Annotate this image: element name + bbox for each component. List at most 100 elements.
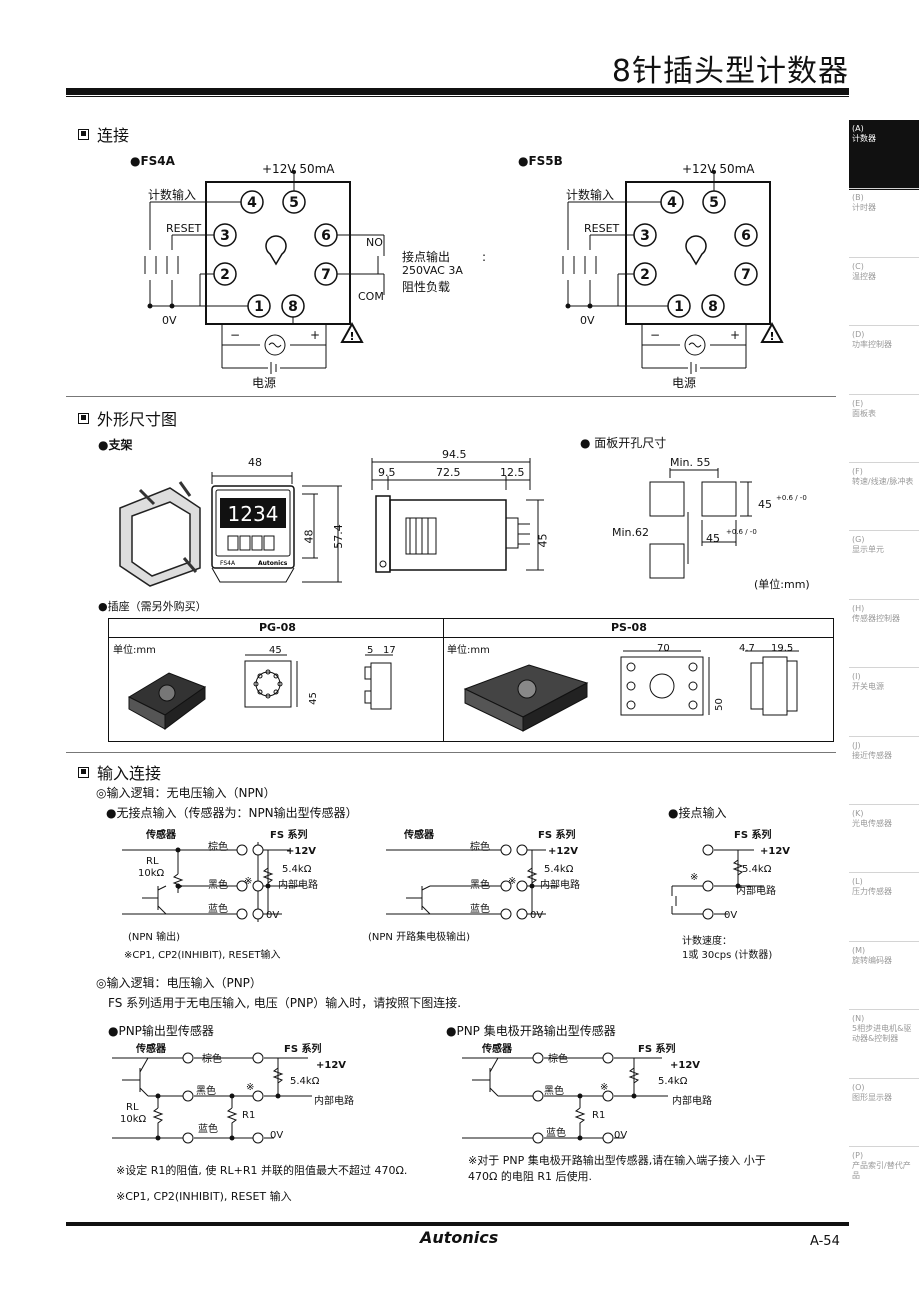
front-display: 1234 xyxy=(228,502,279,526)
sidebar-tab[interactable]: (F)转速/线速/脉冲表 xyxy=(849,462,919,532)
note-oc-2: 470Ω 的电阻 R1 后使用. xyxy=(468,1170,593,1183)
sidebar-tab[interactable]: (E)面板表 xyxy=(849,393,919,464)
section-title: 连接 xyxy=(97,126,130,145)
socket-label: ●插座（需另外购买） xyxy=(98,600,207,613)
svg-text:2: 2 xyxy=(640,267,650,283)
sidebar-tab[interactable]: (K)光电传感器 xyxy=(849,804,919,874)
cutout-tolerance-2: +0.6 / -0 xyxy=(726,528,757,536)
sidebar-tab[interactable]: (I)开关电源 xyxy=(849,667,919,737)
separator: : xyxy=(482,250,487,264)
sidebar-tab[interactable]: (D)功率控制器 xyxy=(849,325,919,395)
sidebar-tab-code: (J) xyxy=(852,740,861,750)
sidebar-tab[interactable]: (N)5相步进电机&驱动器&控制器 xyxy=(849,1009,919,1079)
contact-internal: 内部电路 xyxy=(736,886,776,897)
sidebar-tab-label: 面板表 xyxy=(852,408,876,418)
sidebar-tab-label: 显示单元 xyxy=(852,545,884,555)
footer-brand: Autonics xyxy=(420,1228,499,1247)
contact-r54k: 5.4kΩ xyxy=(742,864,772,875)
page-title: 8针插头型计数器 xyxy=(611,54,849,89)
pnp2-12v: +12V xyxy=(670,1060,701,1071)
svg-text:7: 7 xyxy=(321,267,331,283)
panel-cutout-drawing xyxy=(649,468,752,579)
sidebar-tab[interactable]: (P)产品索引/替代产品 xyxy=(849,1146,919,1216)
socket-table: PG-08 PS-08 单位:mm 单位:mm 45 45 5 17 70 50… xyxy=(108,618,834,742)
sidebar-tab[interactable]: (B)计时器 xyxy=(849,188,919,258)
sidebar-tab-label: 图形显示器 xyxy=(852,1092,892,1102)
npn2-internal: 内部电路 xyxy=(540,880,580,891)
note-cp: ※CP1, CP2(INHIBIT), RESET 输入 xyxy=(116,1190,292,1203)
header-rule-thin xyxy=(66,96,849,97)
fs5b-reset: RESET xyxy=(584,222,620,235)
svg-text:5: 5 xyxy=(289,195,299,211)
sidebar-tab[interactable]: (O)图形显示器 xyxy=(849,1077,919,1148)
count-speed: 计数速度： xyxy=(682,936,732,947)
cutout-tolerance-1: +0.6 / -0 xyxy=(776,494,807,502)
front-view-drawing: 1234 FS4A Autonics xyxy=(211,472,342,583)
pnp2-mark: ※ xyxy=(600,1082,609,1093)
pnp1-fs: FS 系列 xyxy=(284,1044,322,1055)
npn2-brown: 棕色 xyxy=(470,842,490,853)
contact-0v: 0V xyxy=(724,910,738,921)
npn1-r54k: 5.4kΩ xyxy=(282,864,312,875)
sidebar-tab[interactable]: (J)接近传感器 xyxy=(849,735,919,806)
fs5b-count-input: 计数输入 xyxy=(566,188,615,202)
svg-text:1: 1 xyxy=(674,299,684,315)
fs4a-no: NO xyxy=(366,236,383,249)
ps08-title: PS-08 xyxy=(611,621,647,634)
npn1-fs: FS 系列 xyxy=(270,830,308,841)
sidebar: (A)计数器(B)计时器(C)温控器(D)功率控制器(E)面板表(F)转速/线速… xyxy=(849,120,919,1215)
section-title: 输入连接 xyxy=(97,764,162,783)
sidebar-tab-label: 产品索引/替代产品 xyxy=(852,1161,911,1180)
pnp1-black: 黑色 xyxy=(196,1086,216,1097)
svg-text:3: 3 xyxy=(640,228,650,244)
sidebar-tab-code: (L) xyxy=(852,877,863,887)
svg-text:!: ! xyxy=(769,330,774,343)
sidebar-tab[interactable]: (L)压力传感器 xyxy=(849,872,919,942)
fs4a-plus: + xyxy=(310,328,321,342)
fs4a-contact-output: 接点输出 xyxy=(402,250,451,264)
footer-rule xyxy=(66,1222,849,1226)
svg-text:7: 7 xyxy=(741,267,751,283)
pnp-out-label: ●PNP输出型传感器 xyxy=(108,1024,214,1038)
sidebar-tab[interactable]: (M)旋转编码器 xyxy=(849,940,919,1011)
sidebar-tab-label: 旋转编码器 xyxy=(852,955,892,965)
sidebar-tab-label: 开关电源 xyxy=(852,682,884,692)
npn-input-diagram-1 xyxy=(122,842,304,922)
npn1-12v: +12V xyxy=(286,846,317,857)
fs4a-supply: +12V 50mA xyxy=(262,162,335,176)
pnp1-0v: 0V xyxy=(270,1130,284,1141)
sidebar-tab-code: (M) xyxy=(852,945,866,955)
pnp1-rl: RL xyxy=(126,1102,139,1113)
npn2-out: (NPN 开路集电极输出) xyxy=(368,932,470,943)
sidebar-tab[interactable]: (A)计数器 xyxy=(849,120,919,190)
sidebar-tab[interactable]: (H)传感器控制器 xyxy=(849,598,919,669)
contact-12v: +12V xyxy=(760,846,791,857)
page-number: A-54 xyxy=(810,1234,840,1249)
ps08-unit: 单位:mm xyxy=(447,645,490,656)
svg-text:2: 2 xyxy=(220,267,230,283)
pnp2-internal: 内部电路 xyxy=(672,1096,712,1107)
svg-text:4: 4 xyxy=(667,195,677,211)
socket-drawings xyxy=(127,650,799,732)
side-view-drawing xyxy=(371,458,544,573)
fs4a-reset: RESET xyxy=(166,222,202,235)
npn1-rl-val: 10kΩ xyxy=(138,868,165,879)
sidebar-tab-code: (O) xyxy=(852,1082,865,1092)
sidebar-tab[interactable]: (C)温控器 xyxy=(849,256,919,327)
contact-fs: FS 系列 xyxy=(734,830,772,841)
sidebar-tab-code: (I) xyxy=(852,672,861,682)
npn1-out: (NPN 输出) xyxy=(128,932,180,943)
sidebar-tab-code: (H) xyxy=(852,603,865,613)
contact-input-diagram xyxy=(671,844,764,920)
npn2-mark: ※ xyxy=(508,876,517,887)
sidebar-tab-label: 温控器 xyxy=(852,271,876,281)
sidebar-tab-code: (E) xyxy=(852,398,864,408)
ps08-d1: 4.7 xyxy=(739,643,755,654)
sidebar-tab-label: 传感器控制器 xyxy=(852,613,900,623)
sidebar-tab-label: 功率控制器 xyxy=(852,340,892,350)
npn2-sensor: 传感器 xyxy=(404,830,434,841)
count-speed-val: 1或 30cps (计数器) xyxy=(682,950,773,961)
npn1-rl: RL xyxy=(146,856,159,867)
sidebar-tab[interactable]: (G)显示单元 xyxy=(849,530,919,600)
